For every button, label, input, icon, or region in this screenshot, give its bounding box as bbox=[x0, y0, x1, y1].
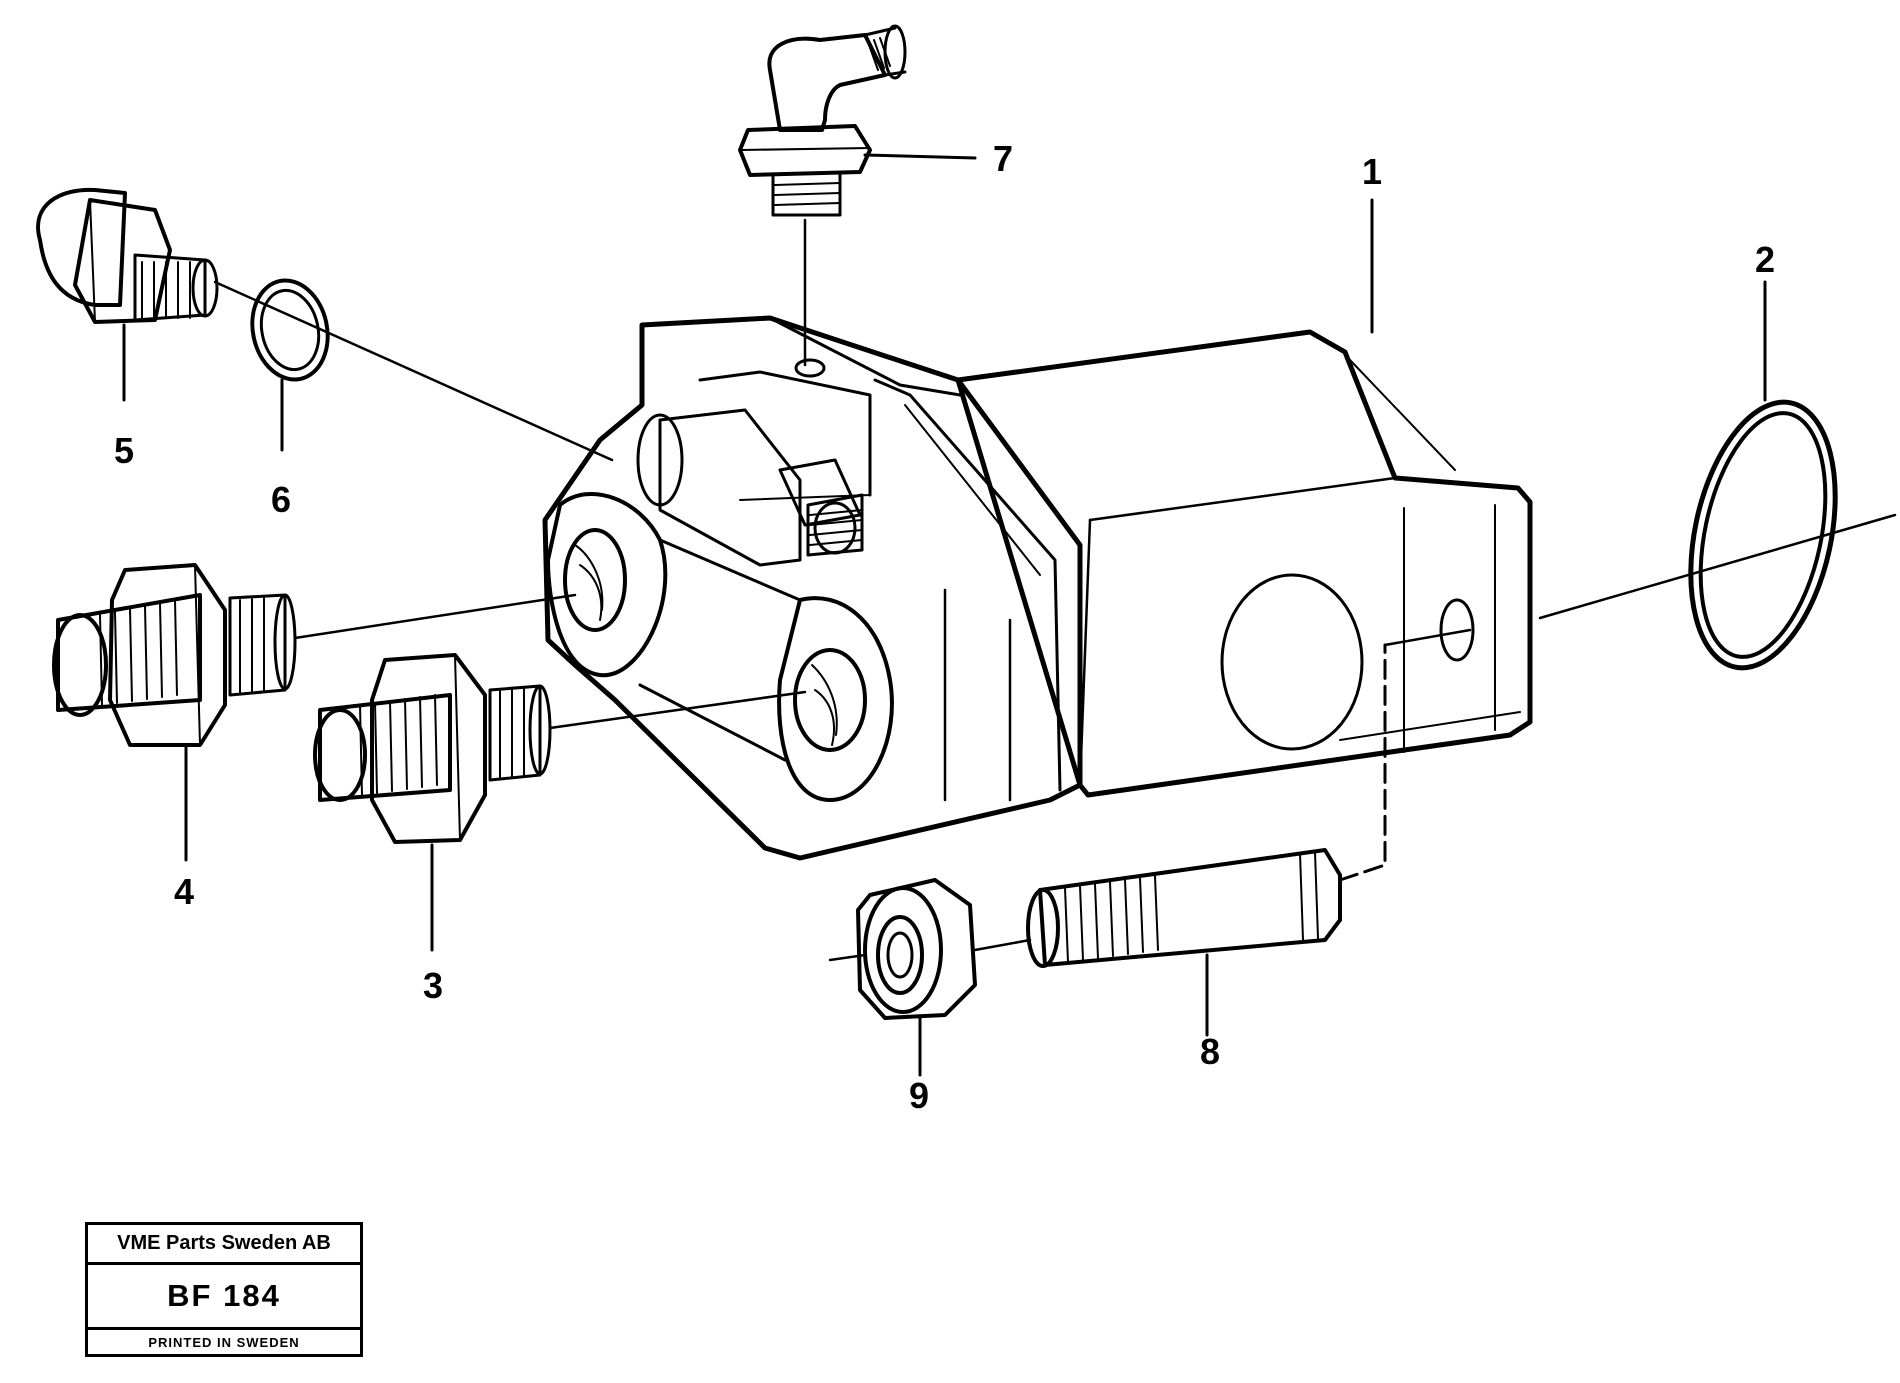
part-9-flange-nut bbox=[828, 878, 1032, 1077]
part-1-pump-housing bbox=[542, 315, 1897, 861]
title-block-company: VME Parts Sweden AB bbox=[88, 1225, 360, 1265]
title-block: VME Parts Sweden AB BF 184 PRINTED IN SW… bbox=[85, 1222, 363, 1357]
callout-1: 1 bbox=[1361, 151, 1383, 192]
part-7-elbow-fitting bbox=[738, 24, 977, 367]
callout-8: 8 bbox=[1199, 1031, 1221, 1072]
leader-lines bbox=[1370, 198, 1767, 402]
callout-7: 7 bbox=[992, 138, 1014, 179]
part-4-union-nipple bbox=[52, 563, 577, 862]
title-block-code: BF 184 bbox=[88, 1265, 360, 1330]
part-6-seal-ring bbox=[250, 278, 330, 452]
callout-6: 6 bbox=[270, 479, 292, 520]
part-2-o-ring bbox=[1688, 399, 1838, 671]
part-5-plug-screw bbox=[36, 187, 614, 462]
callout-5: 5 bbox=[113, 430, 135, 471]
callout-3: 3 bbox=[422, 965, 444, 1006]
callout-9: 9 bbox=[908, 1075, 930, 1116]
part-8-stud-bolt bbox=[1026, 628, 1472, 1037]
callout-2: 2 bbox=[1754, 239, 1776, 280]
part-3-union-nipple bbox=[313, 653, 807, 952]
callout-4: 4 bbox=[173, 871, 195, 912]
title-block-printed: PRINTED IN SWEDEN bbox=[148, 1334, 300, 1350]
